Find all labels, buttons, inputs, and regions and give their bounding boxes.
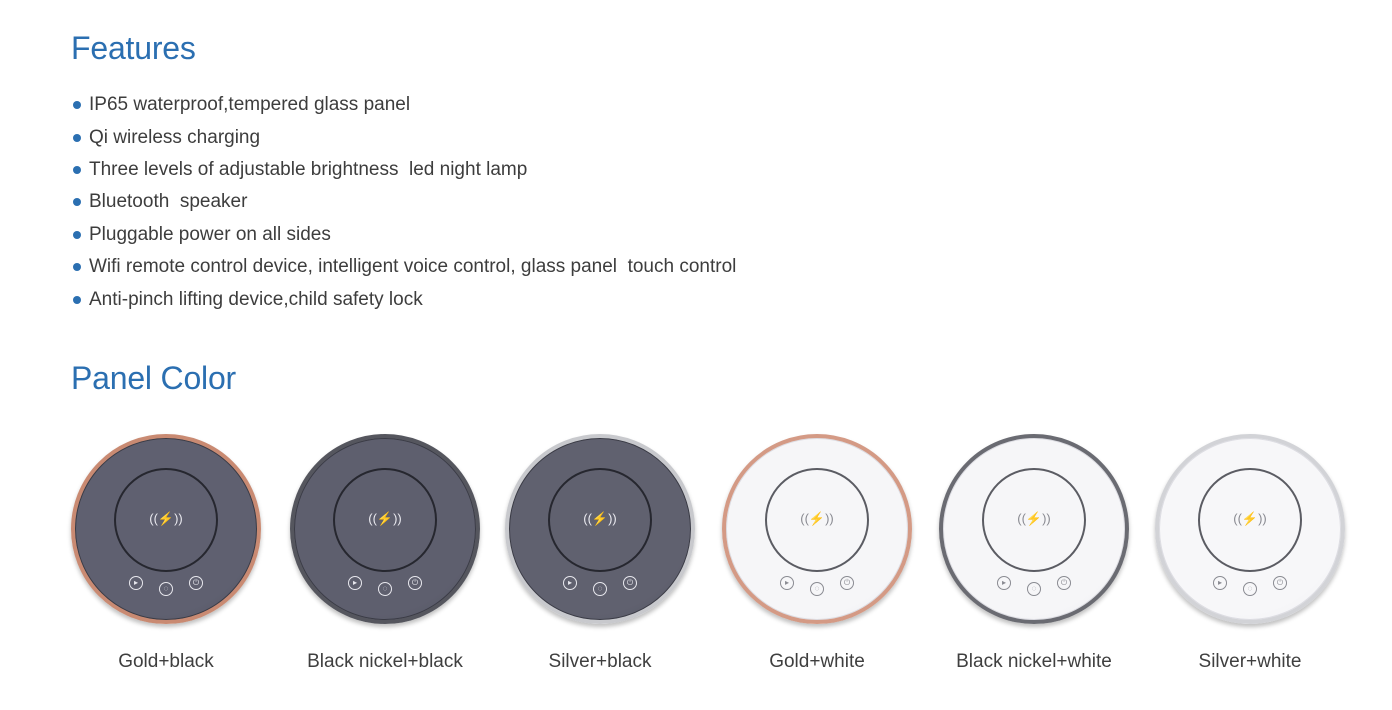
power-icon: ⏻ [1273, 576, 1287, 590]
swatch-label: Gold+black [118, 651, 214, 672]
feature-text: Three levels of adjustable brightness le… [89, 158, 528, 180]
feature-item: Pluggable power on all sides [73, 219, 736, 251]
swatch-label: Black nickel+black [307, 651, 463, 672]
wireless-charging-icon: ((⚡)) [583, 511, 617, 526]
feature-text: Wifi remote control device, intelligent … [89, 256, 737, 278]
bulb-icon: ◌ [593, 582, 607, 596]
features-list: IP65 waterproof,tempered glass panel Qi … [73, 89, 736, 316]
product-image: ((⚡)) ▸ ◌ ⏻ [505, 434, 695, 624]
charging-ring [114, 468, 218, 572]
feature-text: Qi wireless charging [89, 126, 261, 148]
swatch-label: Silver+white [1198, 651, 1302, 672]
bulb-icon: ◌ [810, 582, 824, 596]
bullet-icon [73, 101, 81, 110]
swatch-label: Gold+white [769, 651, 865, 672]
swatch-gold-black: ((⚡)) ▸ ◌ ⏻ Gold+black [58, 434, 274, 673]
play-icon: ▸ [1213, 576, 1227, 590]
charging-ring [1198, 468, 1302, 572]
product-image: ((⚡)) ▸ ◌ ⏻ [722, 434, 912, 624]
swatch-label: Black nickel+white [956, 651, 1112, 672]
power-icon: ⏻ [623, 576, 637, 590]
play-icon: ▸ [997, 576, 1011, 590]
feature-item: Wifi remote control device, intelligent … [73, 251, 736, 283]
wireless-charging-icon: ((⚡)) [149, 511, 183, 526]
charging-ring [333, 468, 437, 572]
feature-item: Bluetooth speaker [73, 186, 736, 218]
wireless-charging-icon: ((⚡)) [368, 511, 402, 526]
features-heading: Features [71, 30, 196, 66]
feature-text: Bluetooth speaker [89, 191, 248, 213]
product-image: ((⚡)) ▸ ◌ ⏻ [939, 434, 1129, 624]
product-image: ((⚡)) ▸ ◌ ⏻ [1155, 434, 1345, 624]
swatch-gold-white: ((⚡)) ▸ ◌ ⏻ Gold+white [709, 434, 925, 673]
bullet-icon [73, 198, 81, 207]
play-icon: ▸ [348, 576, 362, 590]
bullet-icon [73, 165, 81, 174]
swatch-black-nickel-black: ((⚡)) ▸ ◌ ⏻ Black nickel+black [277, 434, 493, 673]
power-icon: ⏻ [1057, 576, 1071, 590]
play-icon: ▸ [129, 576, 143, 590]
feature-item: IP65 waterproof,tempered glass panel [73, 89, 736, 121]
feature-item: Anti-pinch lifting device,child safety l… [73, 283, 736, 315]
wireless-charging-icon: ((⚡)) [800, 511, 834, 526]
feature-text: IP65 waterproof,tempered glass panel [89, 94, 411, 116]
charging-ring [765, 468, 869, 572]
wireless-charging-icon: ((⚡)) [1233, 511, 1267, 526]
bulb-icon: ◌ [159, 582, 173, 596]
wireless-charging-icon: ((⚡)) [1017, 511, 1051, 526]
swatch-black-nickel-white: ((⚡)) ▸ ◌ ⏻ Black nickel+white [926, 434, 1142, 673]
bullet-icon [73, 295, 81, 304]
play-icon: ▸ [780, 576, 794, 590]
swatch-silver-black: ((⚡)) ▸ ◌ ⏻ Silver+black [492, 434, 708, 673]
charging-ring [548, 468, 652, 572]
bulb-icon: ◌ [1027, 582, 1041, 596]
feature-text: Anti-pinch lifting device,child safety l… [89, 288, 423, 310]
bulb-icon: ◌ [1243, 582, 1257, 596]
swatch-label: Silver+black [548, 651, 652, 672]
product-image: ((⚡)) ▸ ◌ ⏻ [290, 434, 480, 624]
play-icon: ▸ [563, 576, 577, 590]
bullet-icon [73, 133, 81, 142]
power-icon: ⏻ [408, 576, 422, 590]
feature-item: Qi wireless charging [73, 121, 736, 153]
feature-item: Three levels of adjustable brightness le… [73, 154, 736, 186]
power-icon: ⏻ [840, 576, 854, 590]
charging-ring [982, 468, 1086, 572]
bulb-icon: ◌ [378, 582, 392, 596]
bullet-icon [73, 263, 81, 272]
bullet-icon [73, 230, 81, 239]
panel-color-heading: Panel Color [71, 360, 237, 396]
panel-color-swatches: ((⚡)) ▸ ◌ ⏻ Gold+black ((⚡)) ▸ ◌ ⏻ Black nic… [0, 434, 1392, 694]
swatch-silver-white: ((⚡)) ▸ ◌ ⏻ Silver+white [1142, 434, 1358, 673]
feature-text: Pluggable power on all sides [89, 223, 331, 245]
power-icon: ⏻ [189, 576, 203, 590]
product-image: ((⚡)) ▸ ◌ ⏻ [71, 434, 261, 624]
